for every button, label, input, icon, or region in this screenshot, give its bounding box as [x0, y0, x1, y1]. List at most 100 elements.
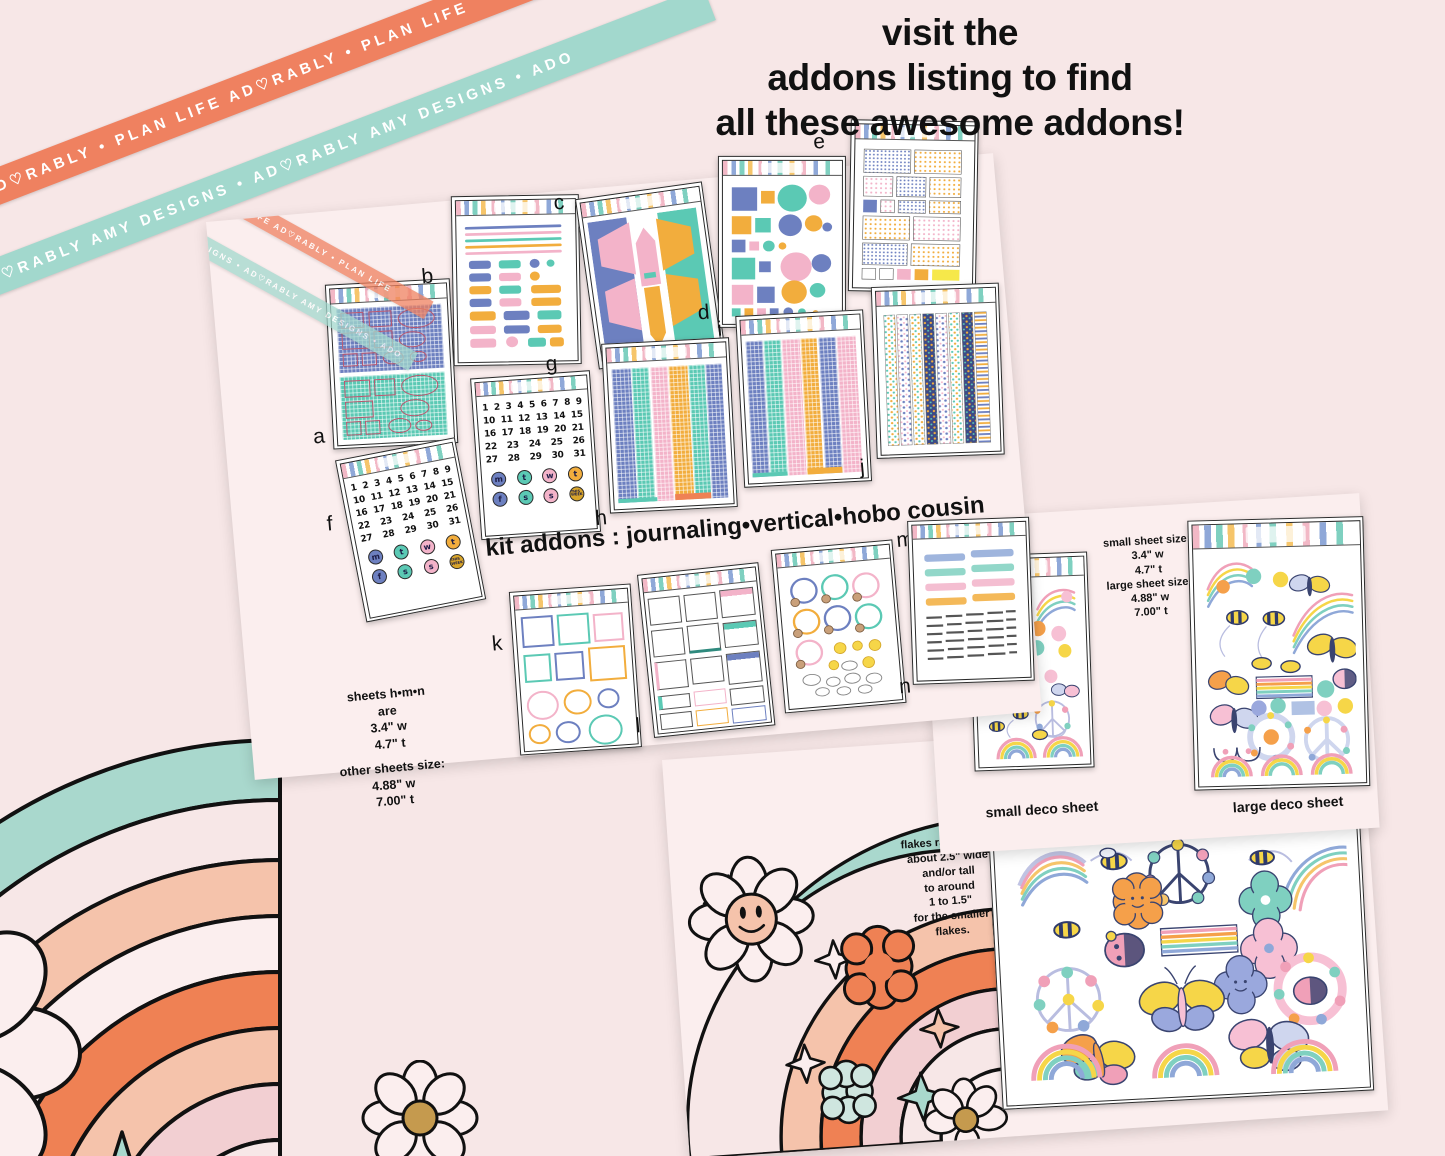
bee-icon [1053, 921, 1081, 939]
flower-wreath-icon [1247, 711, 1296, 762]
bee-icon [1090, 847, 1133, 871]
frame [556, 612, 591, 646]
kit-addons-card: a [206, 119, 1042, 809]
peace-sign-icon [1304, 715, 1351, 763]
bee-icon [1248, 850, 1293, 866]
sheet-l[interactable] [636, 562, 776, 738]
large-deco-artwork [1206, 562, 1358, 778]
sheet-label-l: l [634, 714, 642, 738]
ribbon-text: PLAN LIFE AD♡RABLY • PLAN LIFE AD♡RABLY … [206, 196, 394, 294]
bee-icon [1251, 656, 1273, 670]
journal-box [722, 619, 760, 649]
sheet-label-g: g [544, 351, 559, 376]
flakes-card: flakes range from about 2.5" wide and/or… [662, 711, 1389, 1156]
day-circle-row: m t w t [487, 465, 588, 488]
washi-strips-artwork [883, 311, 992, 446]
butterfly-icon [1050, 682, 1080, 697]
butterfly-icon [1139, 965, 1226, 1033]
sheet-c[interactable] [575, 181, 726, 370]
journal-box [647, 595, 682, 626]
journal-box [731, 704, 767, 724]
kit-size-note: sheets h•m•n are 3.4" w 4.7" t other she… [305, 679, 475, 816]
journal-box [719, 586, 756, 618]
bee-icon [988, 720, 1005, 732]
sheet-j[interactable] [870, 282, 1005, 459]
sheet-label-n: n [898, 674, 912, 699]
sheet-label-k: k [490, 631, 504, 656]
sheet-flakes[interactable] [987, 798, 1375, 1110]
peace-sign-icon [1034, 967, 1105, 1034]
frame [520, 615, 555, 649]
flakes-artwork [1017, 838, 1351, 1086]
card-ribbon-clip: PLAN LIFE AD♡RABLY • PLAN LIFE AD♡RABLY … [206, 195, 521, 401]
frame [553, 651, 586, 682]
butterfly-icon [1289, 573, 1331, 596]
sheet-i[interactable] [735, 309, 873, 488]
circle-frame [563, 688, 593, 716]
daisy-smiley-icon [0, 930, 82, 1156]
rainbow-decoration-right [685, 815, 1041, 1156]
circle-frame [555, 720, 582, 745]
page-headline: visit the addons listing to find all the… [640, 10, 1260, 145]
large-deco-caption: large deco sheet [1232, 792, 1344, 816]
sheet-b[interactable] [450, 194, 582, 367]
sheet-h[interactable] [601, 337, 738, 514]
journal-box [690, 655, 725, 685]
rainbow-icon [1271, 1039, 1339, 1075]
headline-line-2: addons listing to find [767, 57, 1133, 99]
journal-box [725, 650, 763, 685]
geo-arrow-artwork [587, 207, 716, 360]
bee-icon [1219, 609, 1249, 657]
flower-icon [1240, 918, 1299, 980]
butterfly-icon [1307, 633, 1358, 663]
journal-box [686, 622, 721, 654]
sheet-d[interactable] [717, 155, 846, 328]
rainbow-icon [1261, 754, 1303, 776]
flower-wreath-icon [1273, 952, 1348, 1026]
journal-box [657, 693, 691, 711]
journal-box [654, 659, 689, 691]
sheet-label-f: f [325, 512, 334, 536]
journal-box [650, 627, 686, 658]
rainbow-icon [1310, 752, 1353, 775]
sheet-large-deco[interactable] [1187, 516, 1371, 791]
sheet-m[interactable] [770, 539, 907, 714]
sun-icon [828, 639, 882, 671]
frame [587, 645, 628, 682]
rainbow-icon [1211, 755, 1254, 778]
sheet-e[interactable] [847, 119, 979, 294]
journal-box [659, 711, 693, 730]
daisy-icon-small [361, 1060, 479, 1156]
headline-line-3: all these awesome addons! [715, 102, 1185, 144]
shapes-blocks-artwork [732, 184, 833, 317]
sheet-k[interactable] [508, 583, 642, 756]
small-deco-caption: small deco sheet [985, 797, 1099, 821]
journal-box [683, 591, 718, 622]
ladybug-icon [1104, 931, 1146, 968]
frame [523, 653, 553, 684]
journal-box [695, 707, 729, 727]
sheet-label-a: a [312, 424, 326, 449]
rainbow-left-svg [0, 737, 282, 1156]
flower-icon [1112, 872, 1164, 931]
rainbow-icon [1042, 735, 1084, 758]
circle-frame [528, 723, 552, 745]
cloud-icon [802, 660, 883, 697]
flower-icon [1214, 955, 1268, 1015]
butterfly-icon [1208, 669, 1250, 695]
pattern-boxes-artwork [862, 148, 963, 281]
frame [593, 611, 625, 642]
sheet-n[interactable] [907, 516, 1035, 685]
stripes-icon [1255, 674, 1314, 699]
bee-icon [1257, 610, 1286, 660]
circles-weather-artwork [790, 572, 883, 697]
circle-frame [597, 688, 620, 710]
rainbow-icon [996, 737, 1037, 759]
sheet-label-d: d [696, 300, 711, 325]
rainbow-decoration-left [0, 560, 510, 1156]
highlight-words-artwork [924, 549, 1018, 661]
